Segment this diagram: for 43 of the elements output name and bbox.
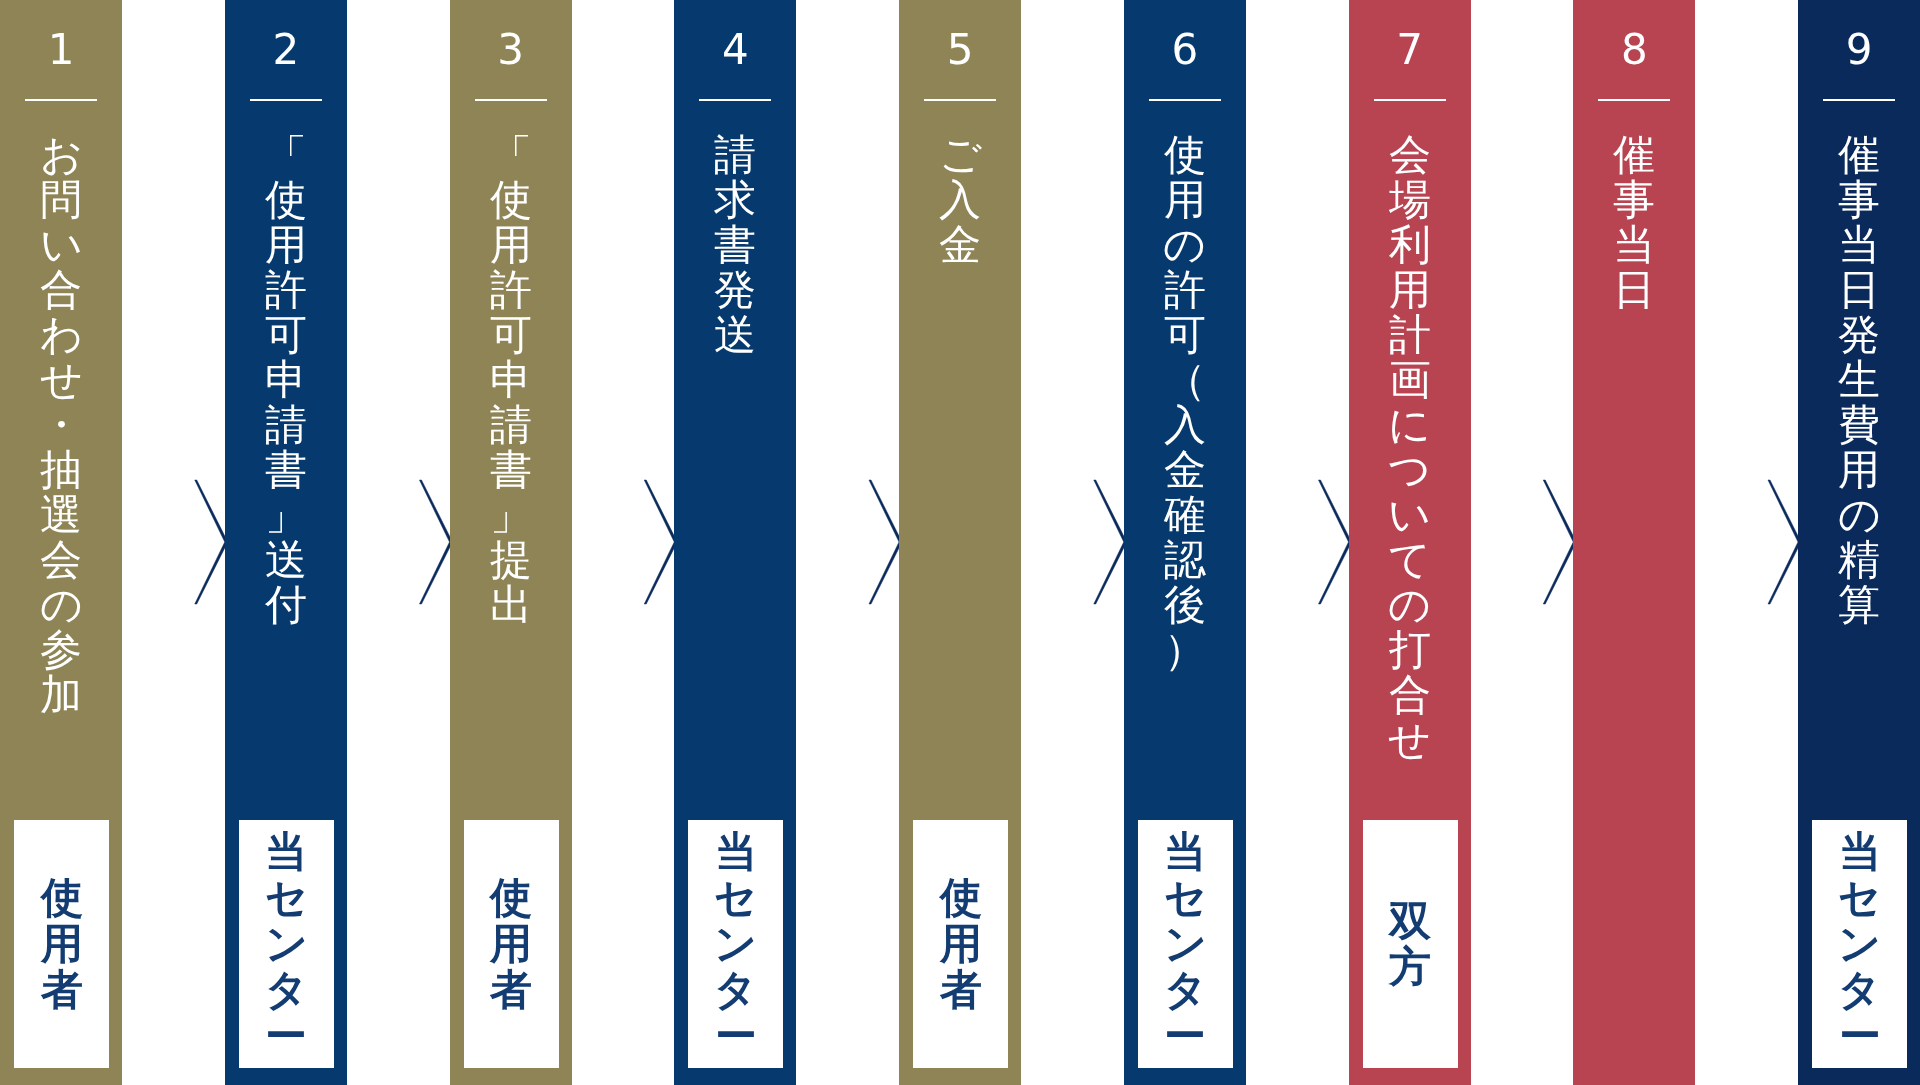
role-label: 使用者 (488, 875, 533, 1013)
step-title: 「使用許可申請書」提出 (488, 132, 533, 627)
role-box (1362, 820, 1458, 1068)
step-number: 7 (1395, 26, 1424, 74)
role-box (688, 820, 784, 1068)
role-box (238, 820, 334, 1068)
role-label: 双方 (1387, 898, 1432, 990)
step-number: 4 (720, 26, 750, 74)
step-title: ご入金 (937, 132, 983, 267)
step-column (674, 0, 797, 1085)
role-label: 当センター (1837, 829, 1882, 1059)
step-title: 催事当日発生費用の精算 (1836, 132, 1882, 627)
role-box (14, 820, 109, 1068)
step-number: 3 (496, 26, 525, 74)
role-box (913, 820, 1008, 1068)
step-number: 9 (1844, 26, 1874, 74)
step-column (224, 0, 347, 1085)
step-title: 請求書発送 (713, 132, 758, 357)
step-number: 6 (1170, 26, 1200, 74)
role-label: 当センター (1162, 829, 1208, 1059)
step-column (899, 0, 1021, 1085)
step-title: 催事当日 (1612, 132, 1657, 312)
step-column (1348, 0, 1471, 1085)
step-column (1573, 0, 1696, 1085)
role-label: 当センター (263, 829, 309, 1059)
role-box (1812, 820, 1907, 1068)
step-title: 使用の許可（入金確認後） (1162, 132, 1208, 672)
step-number: 8 (1619, 26, 1649, 74)
role-box (463, 820, 559, 1068)
step-column (1123, 0, 1246, 1085)
role-box (1137, 820, 1233, 1068)
step-column (0, 0, 122, 1085)
step-number: 2 (271, 26, 301, 74)
step-number: 5 (945, 26, 975, 74)
step-title: お問い合わせ・抽選会の参加 (38, 132, 84, 717)
step-title: 会場利用計画についての打合せ (1387, 132, 1432, 762)
step-title: 「使用許可申請書」送付 (263, 132, 308, 627)
role-label: 使用者 (39, 875, 84, 1013)
role-label: 使用者 (938, 875, 983, 1013)
step-column (449, 0, 572, 1085)
step-number: 1 (46, 26, 76, 74)
role-label: 当センター (713, 829, 759, 1059)
step-column (1798, 0, 1920, 1085)
